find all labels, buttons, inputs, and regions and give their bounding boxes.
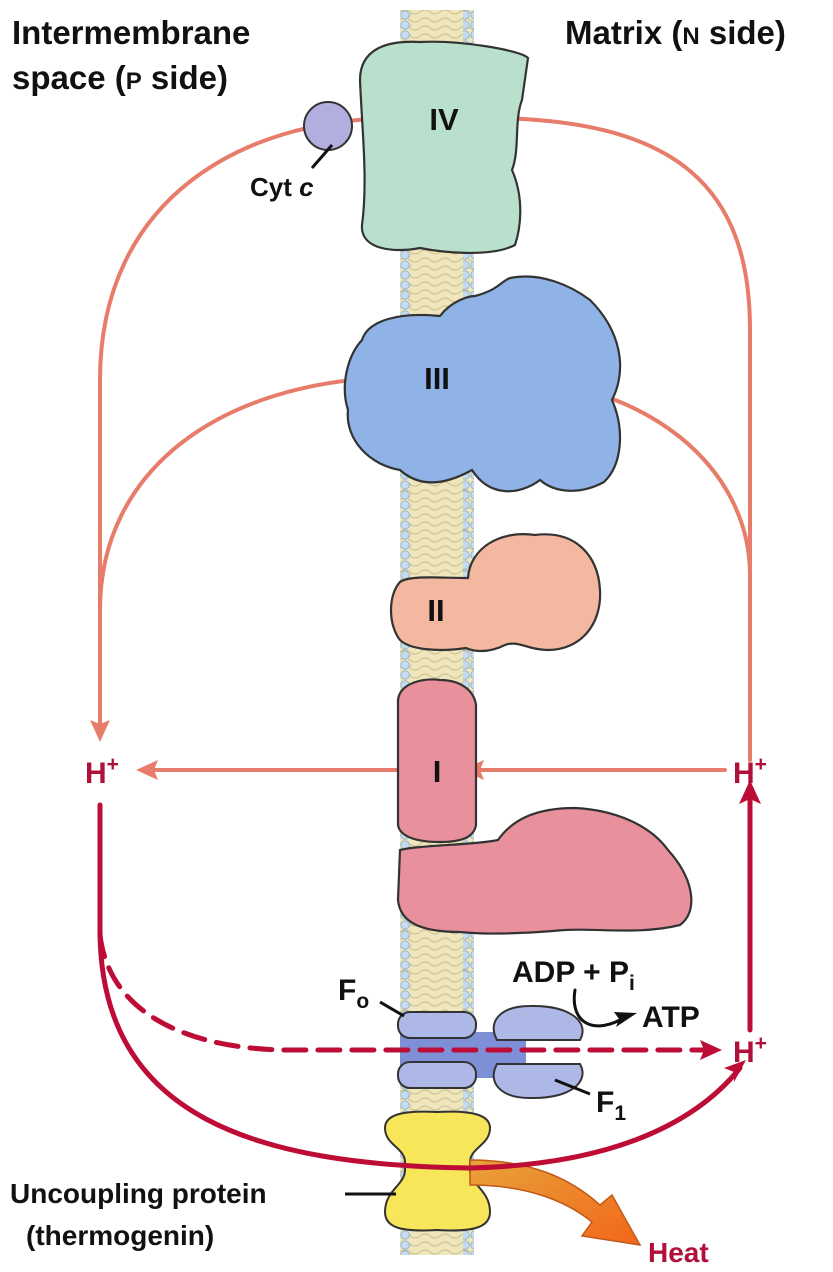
complex-iv-label: IV: [429, 102, 459, 137]
complex-iii: [345, 277, 620, 492]
f1-label: F1: [596, 1086, 626, 1125]
complex-i-label: I: [433, 754, 442, 789]
cyt-c-label: Cyt c: [250, 172, 314, 202]
complex-iii-label: III: [424, 361, 450, 396]
complex-ii-label: II: [427, 593, 444, 628]
heat-arrow: [470, 1160, 640, 1245]
h-plus-right-top-label: H+: [733, 753, 767, 790]
atp-arrowhead: [614, 1012, 637, 1027]
h-plus-left-label: H+: [85, 753, 119, 790]
thermogenin-label: (thermogenin): [26, 1220, 214, 1251]
intermembrane-label-line2: space (P side): [12, 59, 228, 96]
complex-i: [398, 680, 691, 934]
fo-label: Fo: [338, 974, 369, 1013]
intermembrane-label-line1: Intermembrane: [12, 14, 250, 51]
complex-iv: [304, 42, 528, 253]
adp-pi-label: ADP + Pi: [512, 956, 635, 995]
matrix-label: Matrix (N side): [565, 14, 786, 51]
h-plus-right-bottom-label: H+: [733, 1032, 767, 1069]
atp-label: ATP: [642, 1001, 700, 1034]
arrow-adp-to-atp: [574, 990, 620, 1026]
cyt-c-protein: [304, 102, 352, 150]
uncoupling-protein-label: Uncoupling protein: [10, 1178, 267, 1209]
heat-label: Heat: [648, 1237, 709, 1267]
